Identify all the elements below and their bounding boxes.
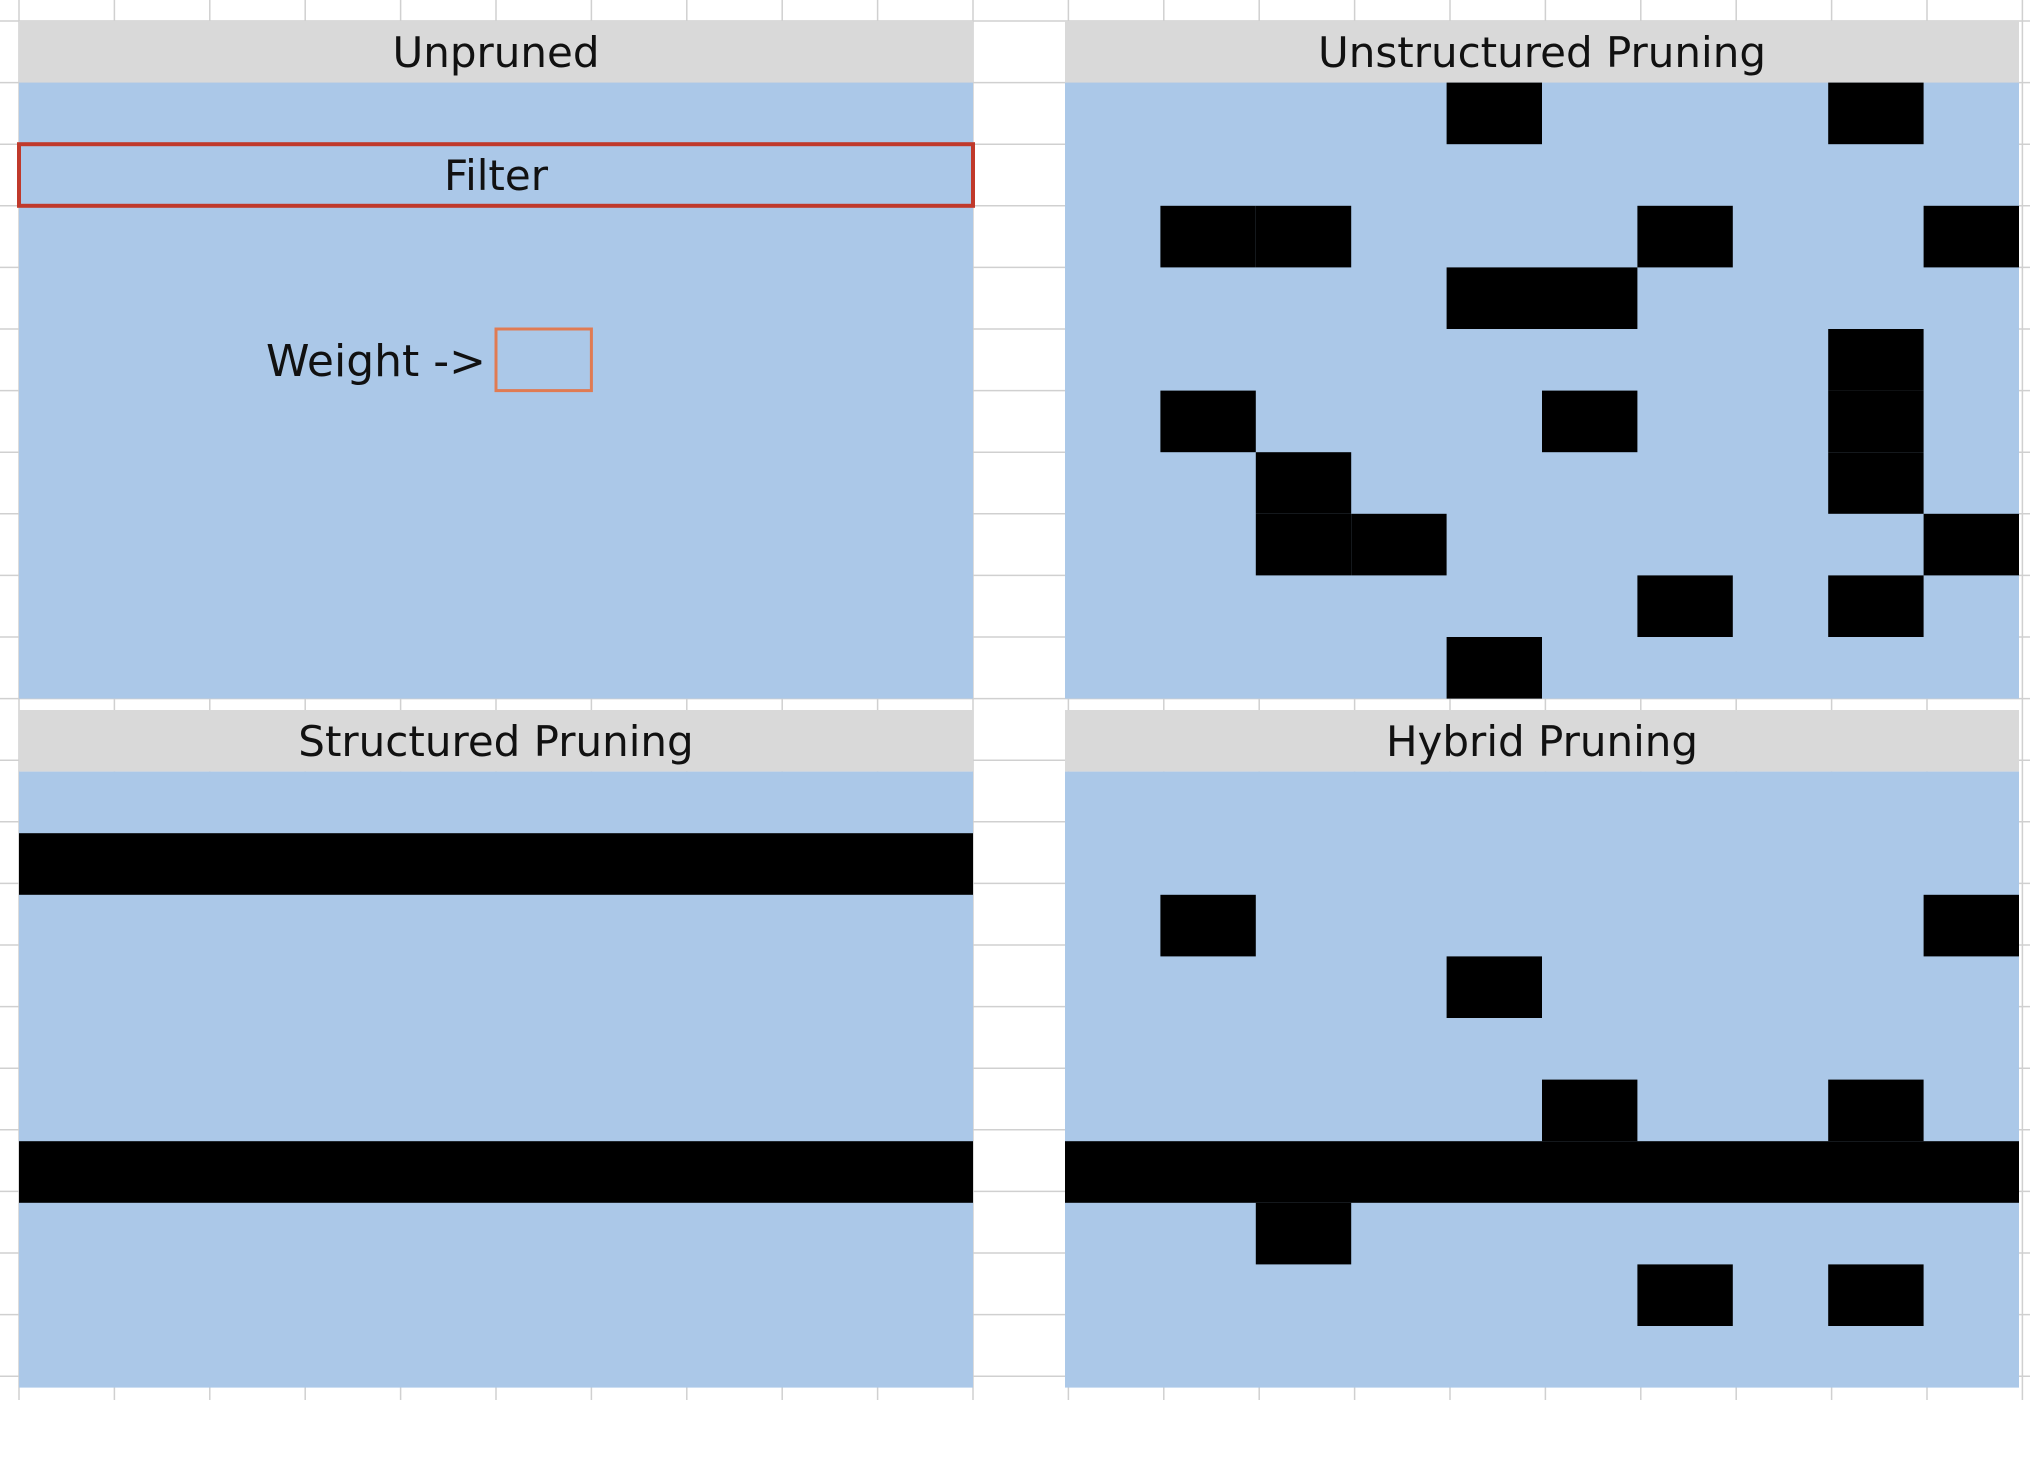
- pruned-cell: [1637, 575, 1733, 637]
- pruned-cell: [1828, 1264, 1924, 1326]
- pruned-cell: [1828, 1079, 1924, 1142]
- weight-cell-outline: [494, 327, 593, 393]
- panel-header: [19, 21, 973, 83]
- pruned-cell: [1828, 575, 1924, 637]
- panel-header: [1065, 710, 2019, 772]
- pruned-cell: [1446, 267, 1542, 329]
- pruned-row: [1065, 1141, 2019, 1203]
- pruned-cell: [1923, 894, 2019, 957]
- cell-layer: [19, 833, 973, 1203]
- filter-outline: [17, 142, 975, 208]
- filter-label: Filter: [444, 151, 549, 200]
- cell-layer: [1160, 82, 2019, 699]
- pruned-cell: [1637, 1264, 1733, 1326]
- pruned-cell: [1255, 1202, 1352, 1265]
- pruned-cell: [1923, 205, 2019, 268]
- pruned-cell: [1637, 205, 1733, 268]
- pruned-cell: [1351, 513, 1447, 576]
- panel-structured-pruning: Structured Pruning: [19, 710, 973, 1388]
- panel-title: Structured Pruning: [298, 717, 693, 766]
- panel-title: Unpruned: [392, 28, 599, 77]
- pruned-row: [19, 833, 973, 895]
- pruned-cell: [1255, 205, 1352, 268]
- pruned-cell: [1446, 637, 1542, 699]
- pruned-cell: [1255, 513, 1352, 576]
- pruned-cell: [1542, 1079, 1638, 1142]
- panel-header: [1065, 21, 2019, 83]
- cell-layer: [1065, 894, 2019, 1326]
- panel-title: Hybrid Pruning: [1386, 717, 1698, 766]
- pruned-cell: [1255, 452, 1352, 514]
- pruned-cell: [1160, 894, 1256, 957]
- pruned-cell: [1828, 452, 1924, 514]
- pruned-cell: [1160, 205, 1256, 268]
- panel-unpruned: Unpruned Filter Weight ->: [17, 21, 975, 699]
- pruned-cell: [1828, 329, 1924, 391]
- weight-label: Weight ->: [266, 336, 486, 387]
- pruned-cell: [1446, 82, 1542, 145]
- pruned-cell: [1446, 956, 1542, 1018]
- pruned-cell: [1828, 390, 1924, 453]
- panel-hybrid-pruning: Hybrid Pruning: [1065, 710, 2019, 1388]
- pruned-cell: [1542, 390, 1638, 453]
- panel-unstructured-pruning: Unstructured Pruning: [1065, 21, 2019, 699]
- pruned-cell: [1923, 513, 2019, 576]
- pruned-cell: [1160, 390, 1256, 453]
- pruned-row: [19, 1141, 973, 1203]
- panel-title: Unstructured Pruning: [1318, 28, 1766, 77]
- pruned-cell: [1542, 267, 1638, 329]
- pruned-cell: [1828, 82, 1924, 145]
- panel-header: [19, 710, 973, 772]
